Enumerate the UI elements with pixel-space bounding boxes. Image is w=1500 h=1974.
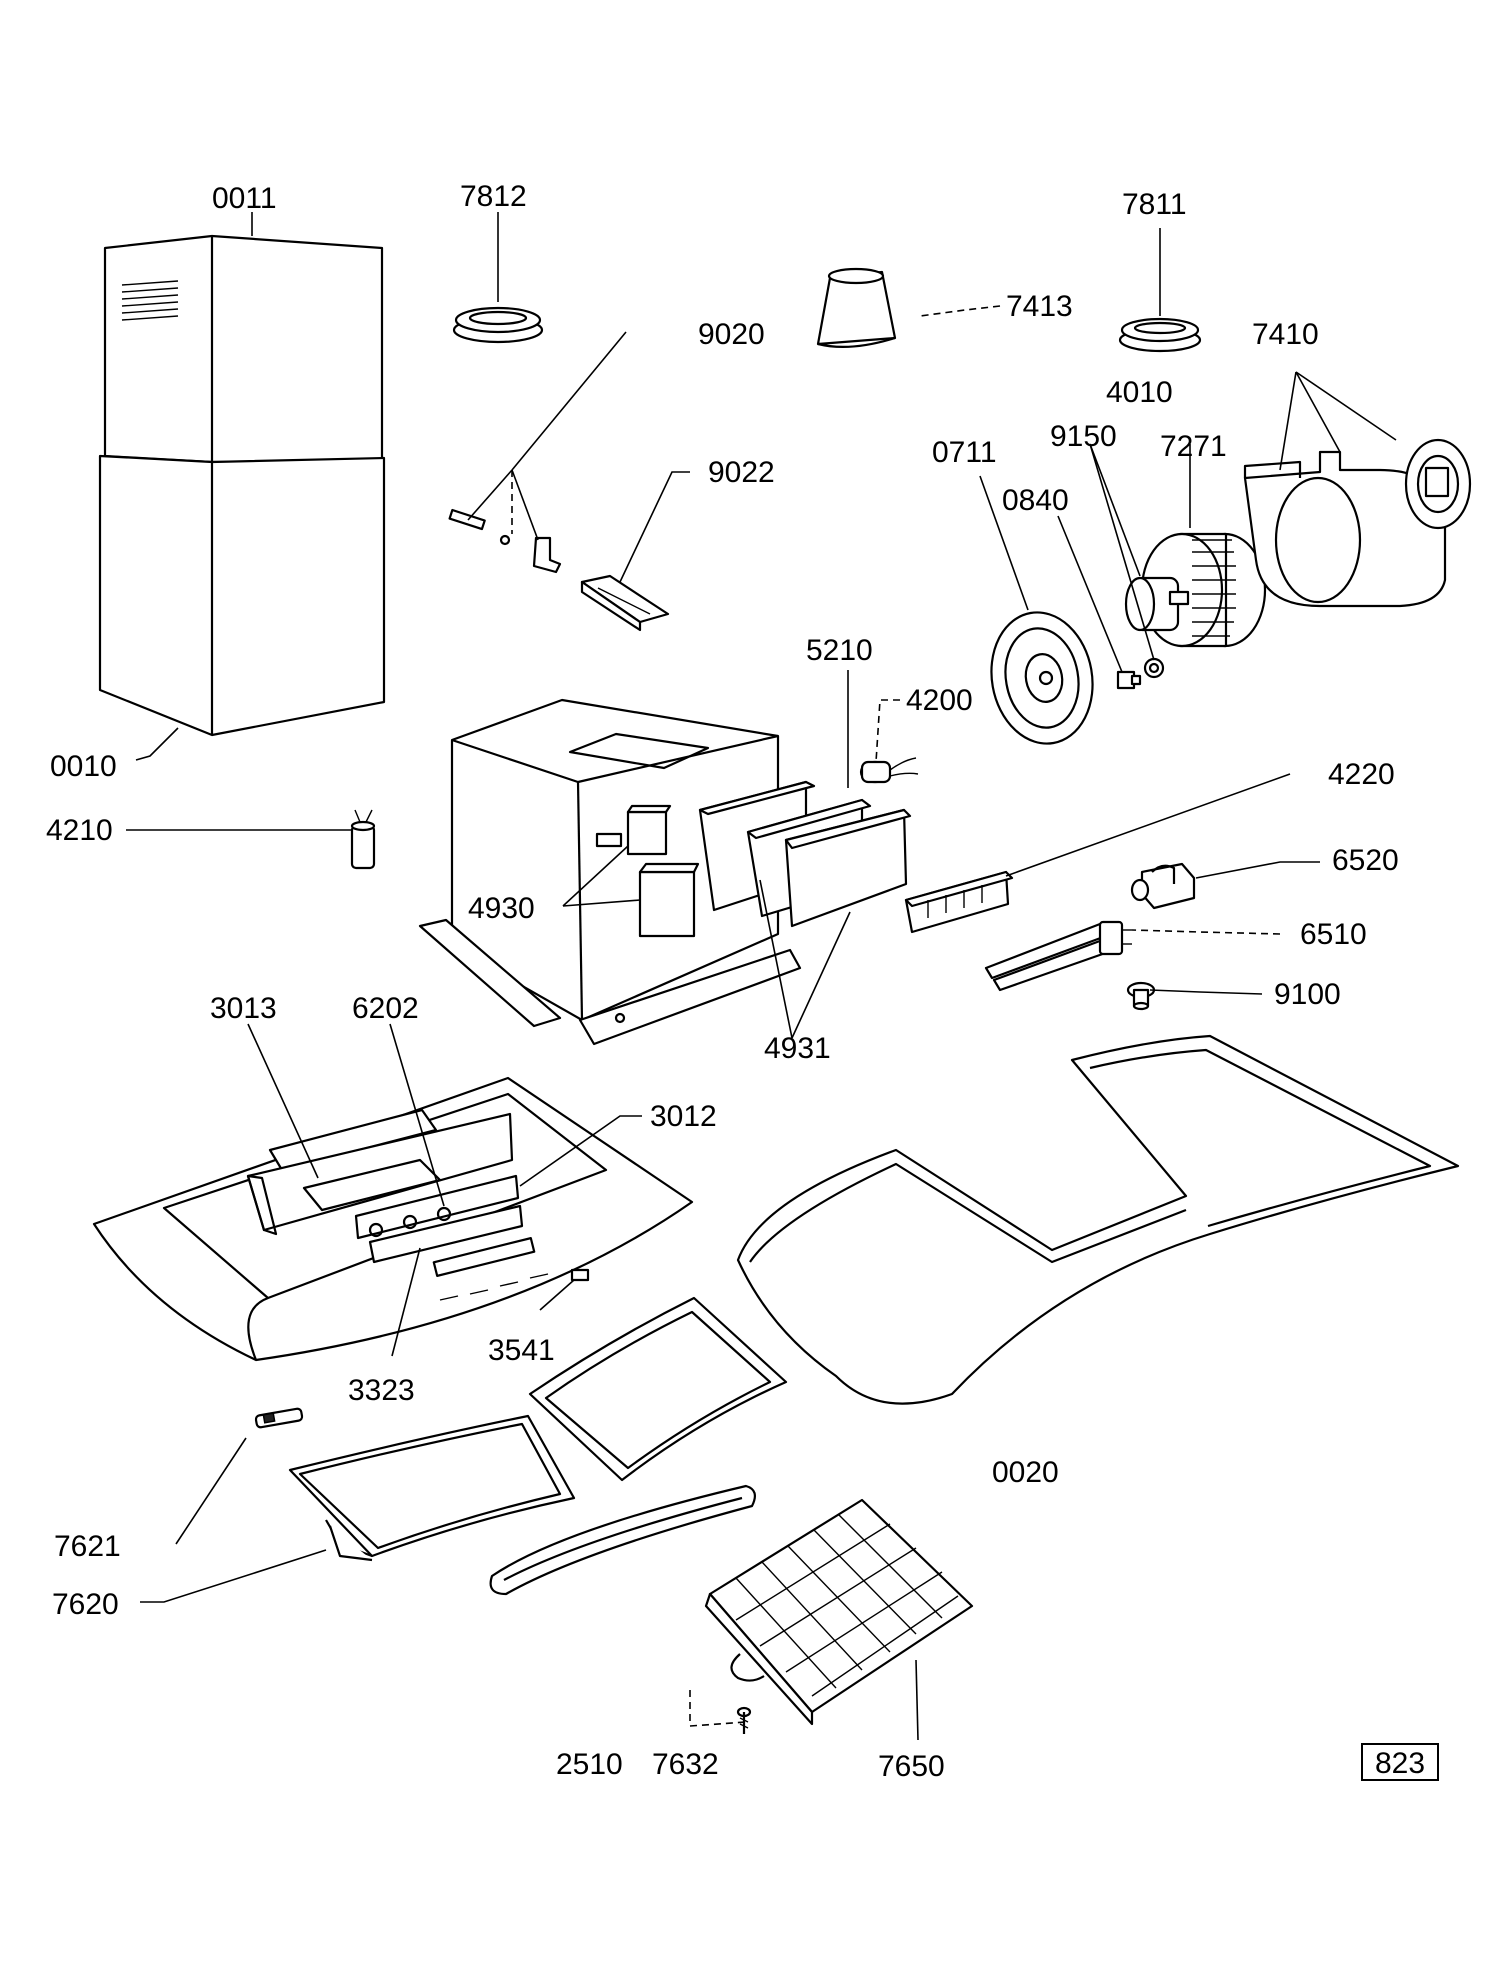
part-label-6520: 6520: [1332, 844, 1399, 877]
terminal-block-upper: [626, 804, 672, 856]
part-label-9022: 9022: [708, 456, 775, 489]
duct-flap-7413: [816, 267, 897, 348]
duct-ring-7812: [452, 306, 544, 344]
fan-washer-9150: [1143, 657, 1165, 679]
charcoal-filter: [704, 1498, 974, 1726]
part-label-3013: 3013: [210, 992, 277, 1025]
part-label-7811: 7811: [1122, 188, 1187, 221]
chimney-cover-upper-part: [103, 234, 384, 464]
fan-impeller: [1124, 532, 1267, 648]
page-code-badge: 823: [1361, 1743, 1439, 1781]
part-label-7410: 7410: [1252, 318, 1319, 351]
part-label-7812: 7812: [460, 180, 527, 213]
part-label-2510: 2510: [556, 1748, 623, 1781]
part-label-4010: 4010: [1106, 376, 1173, 409]
glass-canopy: [736, 1034, 1460, 1405]
part-label-4220: 4220: [1328, 758, 1395, 791]
fan-nut-0840: [1116, 670, 1142, 690]
part-label-0010: 0010: [50, 750, 117, 783]
part-label-7413: 7413: [1006, 290, 1073, 323]
part-label-9020: 9020: [698, 318, 765, 351]
part-label-7621: 7621: [54, 1530, 121, 1563]
fluorescent-lamp: [984, 920, 1132, 992]
capacitor-4200: [859, 757, 919, 784]
part-label-4930: 4930: [468, 892, 535, 925]
grease-filter-front: [288, 1414, 576, 1562]
mounting-bracket-set: [448, 508, 562, 574]
part-label-4931: 4931: [764, 1032, 831, 1065]
part-label-7271: 7271: [1160, 430, 1227, 463]
part-label-7650: 7650: [878, 1750, 945, 1783]
capacitor-4210: [350, 809, 376, 870]
leader-lines: [126, 212, 1397, 1741]
lamp-socket: [1130, 862, 1196, 910]
electrics-box: [418, 698, 802, 1046]
part-label-0011: 0011: [212, 182, 277, 215]
part-label-9150: 9150: [1050, 420, 1117, 453]
hood-body: [92, 1076, 694, 1362]
part-label-7632: 7632: [652, 1748, 719, 1781]
grease-filter-rear: [528, 1296, 788, 1482]
mounting-rail-9022: [580, 574, 670, 632]
part-label-6202: 6202: [352, 992, 419, 1025]
page-code: 823: [1375, 1747, 1425, 1780]
screw-7632: [736, 1706, 752, 1734]
part-label-4210: 4210: [46, 814, 113, 847]
filter-clip: [254, 1407, 304, 1429]
terminal-block-lower: [638, 862, 700, 938]
part-label-3323: 3323: [348, 1374, 415, 1407]
lamp-holder-strip: [904, 870, 1014, 934]
part-label-6510: 6510: [1300, 918, 1367, 951]
part-label-7620: 7620: [52, 1588, 119, 1621]
part-label-0840: 0840: [1002, 484, 1069, 517]
duct-ring-7811: [1118, 317, 1202, 353]
electronic-board-3: [784, 808, 912, 928]
knob-9100: [1126, 981, 1156, 1011]
fan-housing: [1243, 438, 1472, 608]
part-label-0020: 0020: [992, 1456, 1059, 1489]
part-label-0711: 0711: [932, 436, 997, 469]
trim-strip-2510: [489, 1484, 757, 1596]
chimney-cover-lower-part: [98, 454, 386, 737]
part-label-9100: 9100: [1274, 978, 1341, 1011]
part-label-3012: 3012: [650, 1100, 717, 1133]
part-label-5210: 5210: [806, 634, 873, 667]
fan-inlet-cover: [990, 611, 1094, 745]
part-label-3541: 3541: [488, 1334, 555, 1367]
part-label-4200: 4200: [906, 684, 973, 717]
part-labels: 0011 7812 7811 9020 7413 7410 4010 0711 …: [46, 180, 1399, 1783]
